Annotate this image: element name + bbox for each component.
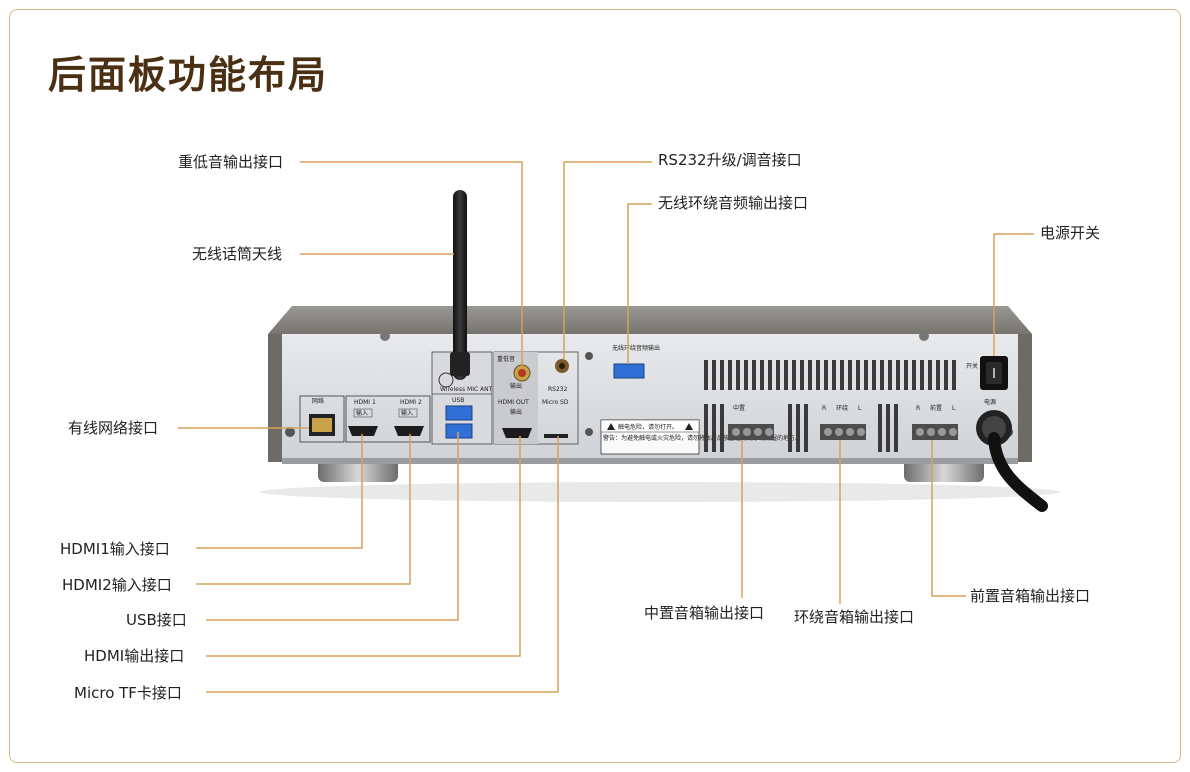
power-panel-label: 电源	[984, 398, 996, 406]
hdmi-out-panel-label: HDMI OUT	[498, 399, 529, 406]
label-usb: USB接口	[126, 611, 187, 629]
surround-l-label: L	[858, 405, 862, 412]
wireless-surround-port: 无线环绕音频输出	[612, 344, 660, 379]
hdmi-out-output-tag: 输出	[510, 408, 522, 416]
label-subwoofer: 重低音输出接口	[178, 153, 284, 171]
antenna	[450, 190, 470, 380]
surround-panel-label: 环绕	[836, 404, 848, 412]
label-rs232: RS232升级/调音接口	[658, 151, 802, 169]
usb-panel-label: USB	[452, 397, 464, 404]
hdmi-input-ports: HDMI 1 HDMI 2 输入 输入	[345, 395, 431, 443]
center-io-block: 重低音 输出 HDMI OUT 输出 RS232 Micro SD	[493, 351, 579, 445]
power-section: 开关 电源	[966, 356, 1048, 512]
hdmi2-panel-label: HDMI 2	[400, 399, 422, 406]
warning-text: 警告：为避免触电或火灾危险，请勿将本产品放置在有雨水或潮湿的地方。	[603, 434, 801, 442]
center-panel-label: 中置	[733, 404, 745, 412]
surround-terminal: R 环绕 L	[820, 404, 866, 440]
center-terminal: 中置	[728, 404, 774, 440]
page-title: 后面板功能布局	[48, 53, 329, 97]
content-frame	[9, 9, 1181, 763]
label-micro-tf: Micro TF卡接口	[74, 684, 182, 702]
front-r-label: R	[916, 405, 920, 412]
ethernet-port: 网络	[299, 395, 345, 443]
leader-hdmi-out	[206, 436, 521, 657]
hdmi2-input-tag: 输入	[401, 409, 413, 417]
front-terminal: R 前置 L	[912, 404, 958, 440]
leader-subwoofer	[300, 161, 523, 366]
leader-hdmi1	[196, 434, 363, 549]
antenna-usb-block: Wireless MIC ANT USB	[431, 351, 493, 445]
leader-power-switch	[993, 233, 1034, 356]
sub-panel-label: 重低音	[497, 355, 515, 363]
vents	[704, 360, 956, 452]
wireless-surround-panel-label: 无线环绕音频输出	[612, 344, 660, 352]
warning-title: 触电危险，请勿打开。	[618, 423, 678, 431]
lan-label: 网络	[312, 397, 324, 405]
label-hdmi-out: HDMI输出接口	[84, 647, 185, 665]
label-hdmi1: HDMI1输入接口	[60, 540, 170, 558]
warning-sticker: 触电危险，请勿打开。 警告：为避免触电或火灾危险，请勿将本产品放置在有雨水或潮湿…	[600, 419, 801, 455]
leader-micro-tf	[206, 436, 559, 693]
leader-wireless-surround	[627, 203, 652, 364]
leader-front	[931, 440, 966, 597]
label-power-switch: 电源开关	[1040, 224, 1101, 242]
device-shadow	[260, 482, 1060, 502]
label-center: 中置音箱输出接口	[644, 604, 765, 622]
label-front: 前置音箱输出接口	[970, 587, 1091, 605]
label-wireless-surround: 无线环绕音频输出接口	[658, 194, 809, 212]
micro-sd-panel-label: Micro SD	[542, 399, 569, 406]
label-hdmi2: HDMI2输入接口	[62, 576, 172, 594]
leader-usb	[206, 432, 459, 621]
wireless-mic-ant-label: Wireless MIC ANT	[440, 386, 493, 393]
leader-hdmi2	[196, 434, 411, 585]
hdmi1-panel-label: HDMI 1	[354, 399, 376, 406]
front-panel-label: 前置	[930, 404, 942, 412]
surround-r-label: R	[822, 405, 826, 412]
switch-panel-label: 开关	[966, 362, 978, 370]
sub-output-tag: 输出	[510, 382, 522, 390]
hdmi1-input-tag: 输入	[356, 409, 368, 417]
label-ethernet: 有线网络接口	[68, 419, 159, 437]
leader-rs232	[563, 161, 652, 360]
rs232-panel-label: RS232	[548, 386, 568, 393]
label-surround: 环绕音箱输出接口	[794, 608, 915, 626]
front-l-label: L	[952, 405, 956, 412]
leader-lines	[178, 161, 1034, 693]
label-antenna: 无线话筒天线	[192, 245, 283, 263]
